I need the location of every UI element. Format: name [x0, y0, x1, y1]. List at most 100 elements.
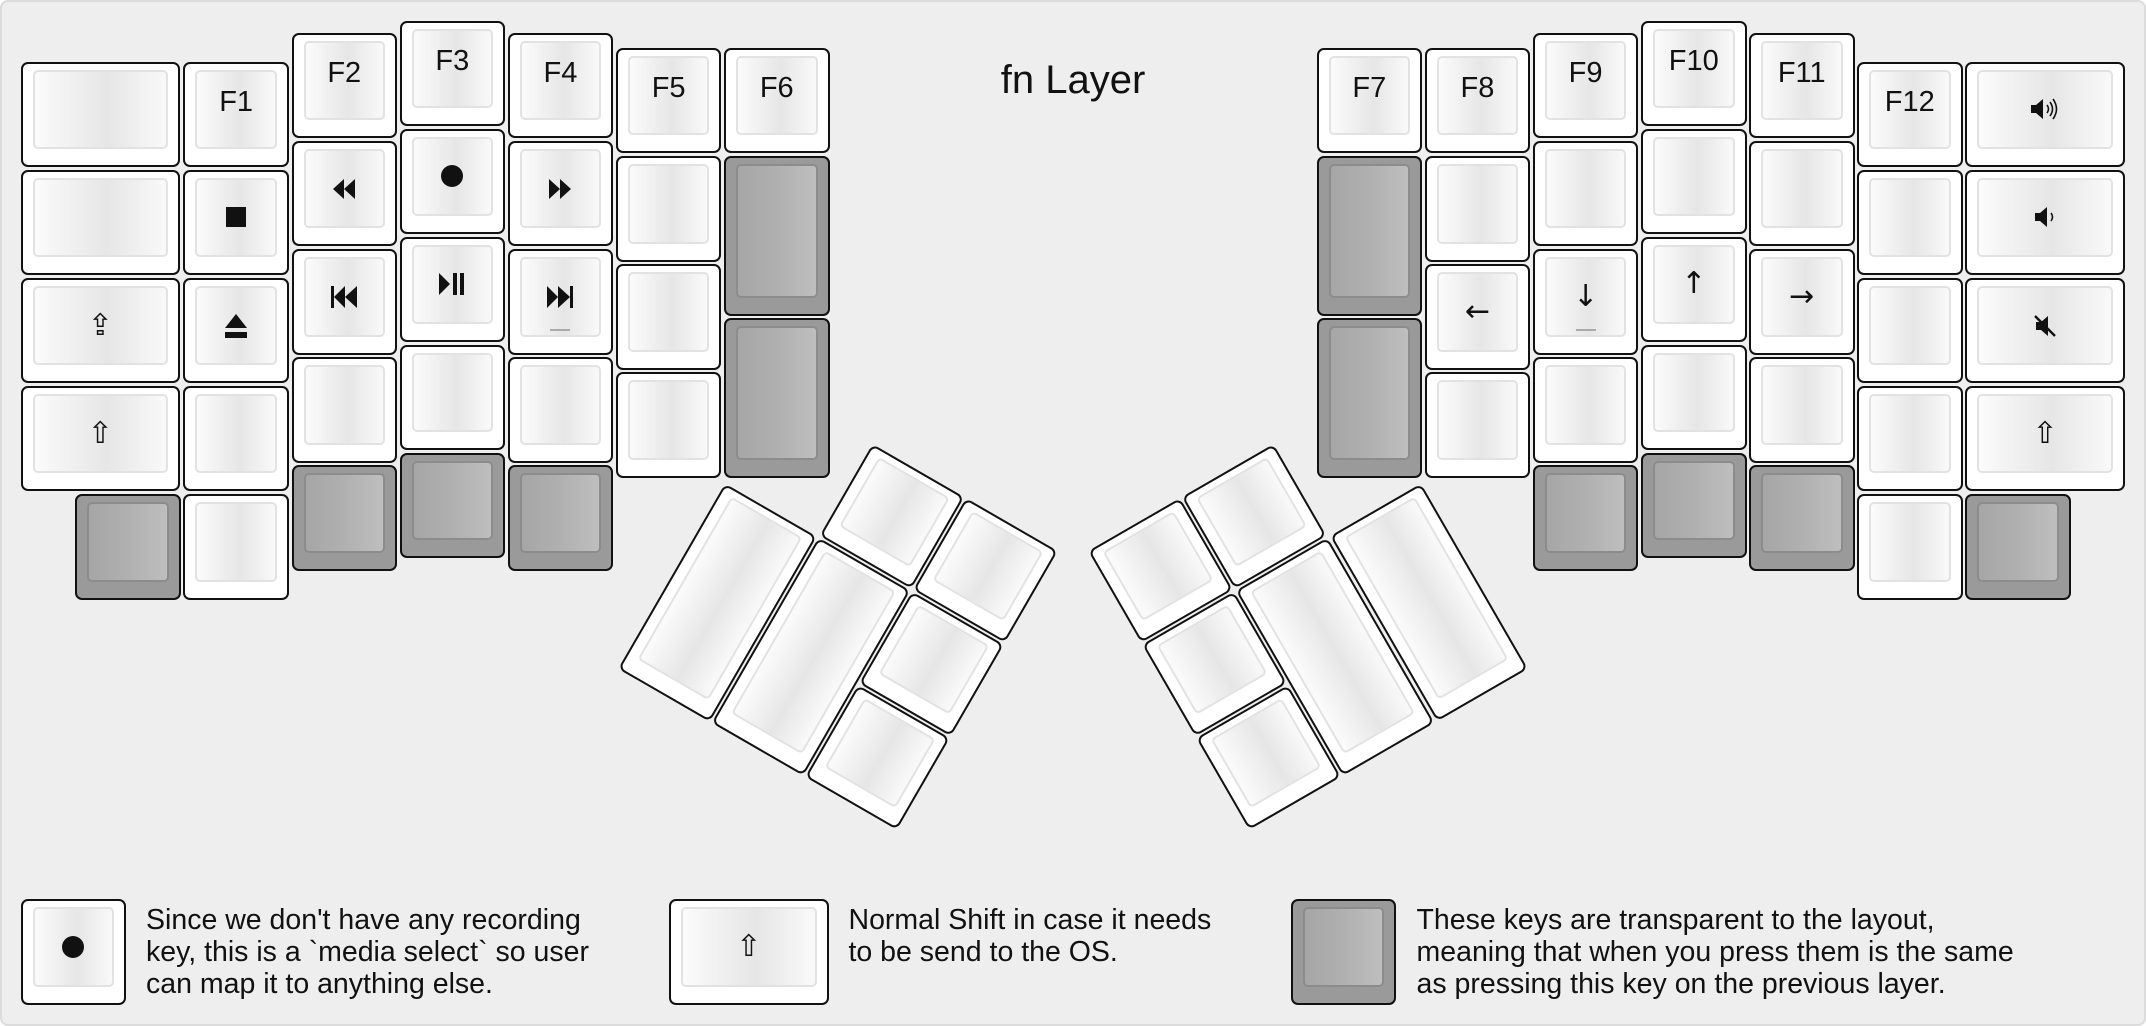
transparent-key[interactable]: [724, 318, 830, 478]
left-key[interactable]: [183, 385, 289, 492]
right-key[interactable]: [1424, 372, 1531, 478]
transparent-key[interactable]: [1965, 494, 2071, 600]
keycap-top: [1328, 326, 1411, 460]
keycap-top: F5: [627, 55, 710, 136]
transparent-key[interactable]: [75, 494, 181, 600]
keycap-top: [195, 177, 277, 258]
right-key[interactable]: [1965, 169, 2125, 276]
keycap-top: [303, 148, 385, 229]
keycap-top: [627, 380, 710, 460]
right-key[interactable]: F8: [1424, 47, 1531, 154]
volume-up-icon: [2030, 98, 2060, 120]
legend-sample-key[interactable]: ⇧: [669, 899, 829, 1005]
keycap-top: F2: [303, 40, 385, 121]
left-key[interactable]: F5: [615, 47, 722, 154]
right-key[interactable]: ↓: [1532, 249, 1639, 355]
right-key[interactable]: [1857, 385, 1963, 492]
transparent-key[interactable]: [1641, 452, 1747, 559]
keycap-top: F12: [1869, 69, 1951, 150]
right-key[interactable]: [1641, 128, 1747, 235]
keycap-top: ⇧: [32, 393, 169, 474]
left-key[interactable]: [20, 61, 181, 168]
keycap-top: [411, 244, 494, 325]
keycap-top: [1977, 502, 2059, 582]
key-legend: F7: [1352, 72, 1387, 105]
keycap-top: [32, 907, 114, 987]
keycap-top: [519, 257, 602, 337]
right-key[interactable]: [1641, 344, 1747, 451]
left-key[interactable]: ⇧: [20, 385, 181, 492]
transparent-key[interactable]: [399, 452, 506, 559]
left-key[interactable]: [291, 140, 397, 247]
arrow-right-icon: →: [1789, 278, 1815, 314]
right-key[interactable]: F7: [1316, 47, 1423, 154]
transparent-key[interactable]: [507, 465, 614, 571]
keycap-top: [1436, 164, 1519, 244]
keycap-top: [1977, 69, 2113, 150]
left-key[interactable]: [507, 249, 614, 355]
right-key[interactable]: [1857, 277, 1963, 384]
left-key[interactable]: [183, 277, 289, 384]
key-legend: F10: [1668, 44, 1719, 77]
left-key[interactable]: F3: [399, 20, 506, 126]
left-key[interactable]: [20, 169, 181, 276]
left-key[interactable]: F6: [724, 47, 830, 154]
left-key[interactable]: [507, 357, 614, 463]
transparent-key[interactable]: [1749, 465, 1855, 571]
left-key[interactable]: [291, 249, 397, 355]
layer-title: fn Layer: [1000, 58, 1146, 102]
left-key[interactable]: [399, 344, 506, 451]
fast-forward-icon: [548, 178, 572, 199]
left-key[interactable]: [183, 494, 289, 600]
left-key[interactable]: [615, 156, 722, 262]
legend-line: Normal Shift in case it needs: [848, 904, 1212, 936]
keycap-top: [1977, 177, 2113, 258]
legend-line: key, this is a `media select` so user: [146, 936, 589, 968]
legend-sample-key[interactable]: [20, 899, 126, 1005]
right-key[interactable]: [1532, 140, 1639, 247]
keycap-top: ⇪: [32, 285, 169, 366]
right-key[interactable]: F10: [1641, 20, 1747, 126]
left-key[interactable]: ⇪: [20, 277, 181, 384]
right-key[interactable]: [1532, 357, 1639, 463]
next-track-icon: [546, 285, 574, 308]
right-key[interactable]: [1749, 140, 1855, 247]
transparent-key[interactable]: [1290, 899, 1397, 1005]
left-key[interactable]: [183, 169, 289, 276]
right-key[interactable]: ↑: [1641, 236, 1747, 343]
left-key[interactable]: F1: [183, 61, 289, 168]
keycap-top: F7: [1328, 55, 1411, 136]
right-key[interactable]: ←: [1424, 264, 1531, 370]
key-legend: F5: [651, 72, 686, 105]
transparent-key[interactable]: [1316, 318, 1423, 478]
transparent-key[interactable]: [1316, 156, 1423, 316]
right-key[interactable]: [1424, 156, 1531, 262]
left-key[interactable]: [615, 264, 722, 370]
left-key[interactable]: [507, 140, 614, 247]
right-key[interactable]: F9: [1532, 32, 1639, 139]
transparent-key[interactable]: [724, 156, 830, 316]
right-key[interactable]: [1965, 277, 2125, 384]
left-key[interactable]: [399, 236, 506, 343]
left-key[interactable]: F2: [291, 32, 397, 139]
right-key[interactable]: ⇧: [1965, 385, 2125, 492]
record-icon: [61, 935, 85, 959]
right-key[interactable]: [1749, 357, 1855, 463]
left-key[interactable]: [291, 357, 397, 463]
keycap-top: [519, 473, 602, 553]
keycap-top: [195, 502, 277, 582]
left-key[interactable]: [399, 128, 506, 235]
transparent-key[interactable]: [291, 465, 397, 571]
right-key[interactable]: F11: [1749, 32, 1855, 139]
left-key[interactable]: [615, 372, 722, 478]
keycap-top: [32, 69, 169, 150]
right-key[interactable]: [1965, 61, 2125, 168]
right-key[interactable]: F12: [1857, 61, 1963, 168]
right-key[interactable]: [1857, 494, 1963, 600]
key-legend: F12: [1884, 85, 1935, 118]
right-key[interactable]: →: [1749, 249, 1855, 355]
right-key[interactable]: [1857, 169, 1963, 276]
left-key[interactable]: F4: [507, 32, 614, 139]
transparent-key[interactable]: [1532, 465, 1639, 571]
